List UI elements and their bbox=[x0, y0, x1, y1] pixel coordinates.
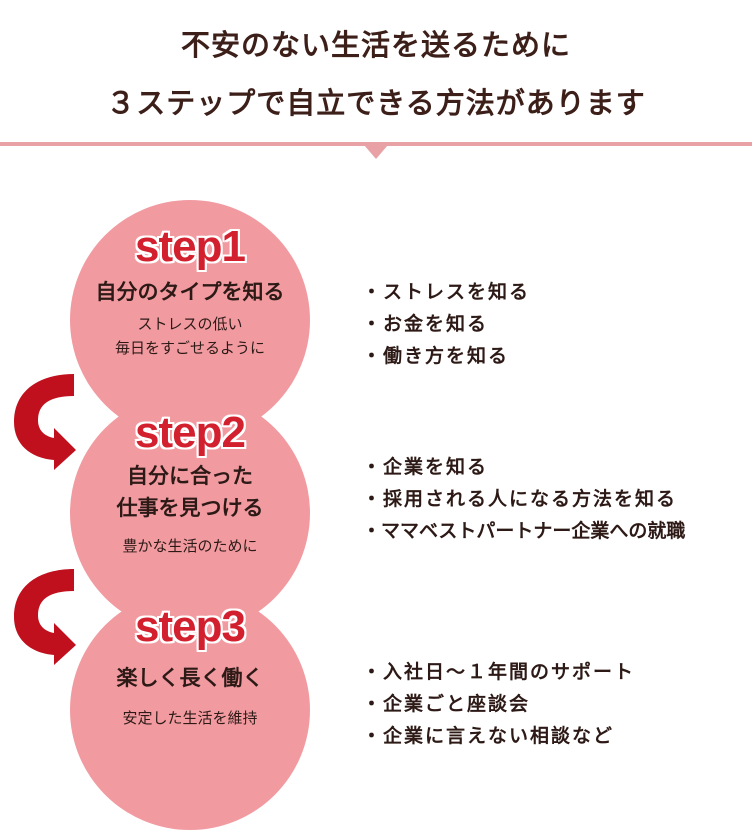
step3-content: step3 楽しく長く働く 安定した生活を維持 bbox=[70, 602, 310, 730]
step1-subtitle-line-1: ストレスの低い bbox=[137, 315, 243, 333]
step1-bullet-list: ・ストレスを知る ・お金を知る ・働き方を知る bbox=[362, 276, 530, 372]
page-title-line-1: 不安のない生活を送るために bbox=[180, 28, 571, 62]
list-item: ・入社日〜１年間のサポート bbox=[362, 661, 636, 683]
list-item: ・ママベストパートナー企業への就職 bbox=[362, 520, 686, 542]
step3-label: step3 bbox=[135, 602, 246, 651]
list-item: ・お金を知る bbox=[362, 313, 489, 335]
curved-arrow-icon bbox=[14, 569, 76, 665]
list-item: ・企業ごと座談会 bbox=[362, 693, 531, 715]
step1-heading: 自分のタイプを知る bbox=[95, 280, 285, 304]
step1-subtitle-line-2: 毎日をすごせるように bbox=[114, 339, 265, 357]
step2-bullet-list: ・企業を知る ・採用される人になる方法を知る ・ママベストパートナー企業への就職 bbox=[362, 451, 685, 547]
list-item: ・企業を知る bbox=[362, 456, 489, 478]
list-item: ・ストレスを知る bbox=[362, 281, 531, 303]
step2-content: step2 自分に合った 仕事を見つける 豊かな生活のために bbox=[70, 408, 310, 558]
list-item: ・働き方を知る bbox=[362, 345, 510, 367]
step2-heading-line-1: 自分に合った bbox=[127, 464, 253, 488]
header-divider-notch bbox=[364, 145, 388, 159]
step2-label: step2 bbox=[135, 408, 246, 457]
page-title-line-2: ３ステップで自立できる方法があります bbox=[106, 86, 646, 120]
curved-arrow-icon bbox=[14, 374, 76, 470]
list-item: ・企業に言えない相談など bbox=[362, 725, 615, 747]
step2-subtitle: 豊かな生活のために bbox=[122, 537, 258, 555]
step2-heading-line-2: 仕事を見つける bbox=[116, 496, 264, 520]
step1-content: step1 自分のタイプを知る ストレスの低い 毎日をすごせるように bbox=[70, 222, 310, 360]
list-item: ・採用される人になる方法を知る bbox=[362, 488, 678, 510]
step3-subtitle: 安定した生活を維持 bbox=[122, 709, 258, 727]
step1-label: step1 bbox=[135, 222, 246, 271]
step3-heading: 楽しく長く働く bbox=[116, 666, 264, 690]
step3-bullet-list: ・入社日〜１年間のサポート ・企業ごと座談会 ・企業に言えない相談など bbox=[362, 656, 635, 752]
step3-circle bbox=[70, 590, 310, 830]
header-divider bbox=[0, 142, 752, 146]
